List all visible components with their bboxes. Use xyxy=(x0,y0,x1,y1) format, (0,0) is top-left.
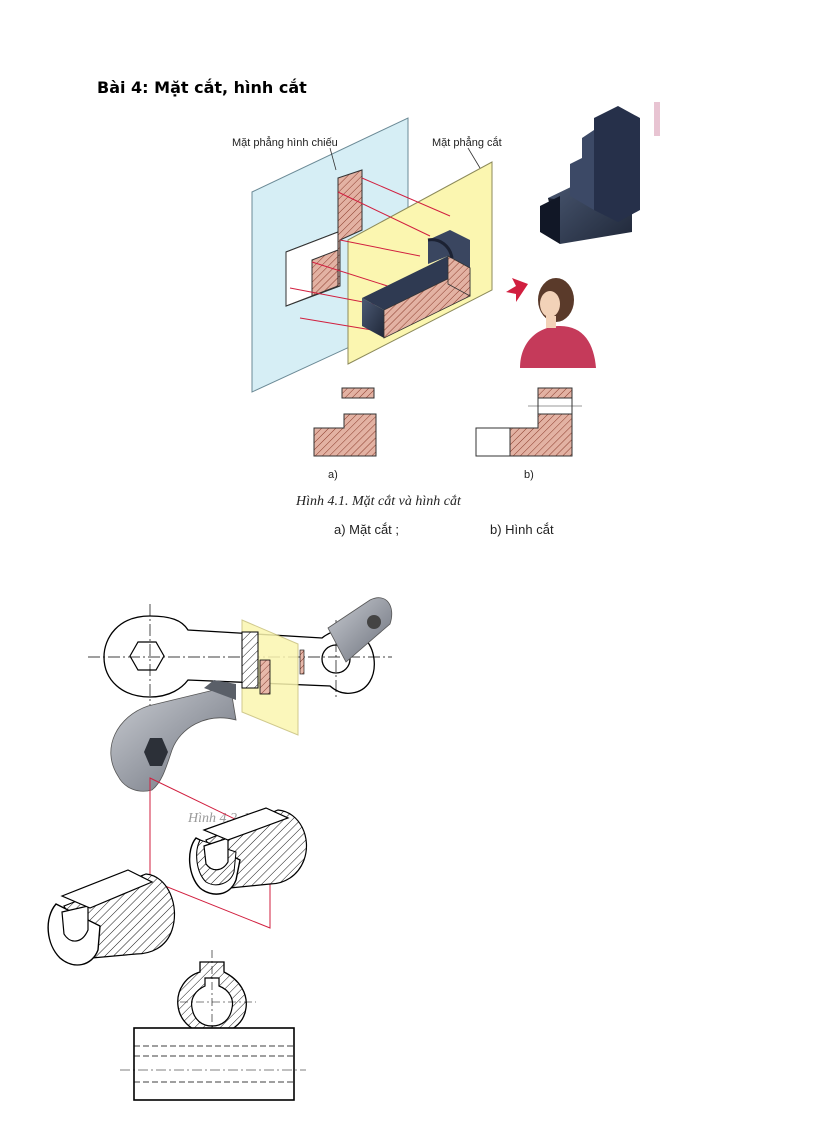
label-b: b) xyxy=(524,469,534,481)
figure-4-1-sub-a: a) Mặt cắt ; xyxy=(334,522,399,537)
section-cut xyxy=(241,631,259,689)
cut-object xyxy=(362,230,471,339)
pipe-front-view xyxy=(120,1027,306,1101)
figure-4-1: Mặt phẳng hình chiếu Mặt phẳng cắt a) b)… xyxy=(232,102,660,537)
cutting-frame xyxy=(149,777,271,929)
pipe-section-3d xyxy=(189,807,308,895)
label-cutting-plane: Mặt phẳng cắt xyxy=(432,136,502,149)
figure-4-1-sub-b: b) Hình cắt xyxy=(490,522,554,537)
figure-4-1-caption: Hình 4.1. Mặt cắt và hình cắt xyxy=(295,494,462,509)
figure-4-2: Hình 4.2. Mặt cắt xyxy=(47,597,393,1101)
isometric-object xyxy=(540,106,640,244)
wrench-head-3d xyxy=(110,680,237,792)
observer-figure xyxy=(520,278,596,368)
keyhole-section xyxy=(177,950,256,1044)
pipe-3d xyxy=(47,869,176,966)
link-3d xyxy=(327,597,393,663)
view-a-section xyxy=(313,387,377,457)
view-arrow-icon xyxy=(506,278,528,302)
label-projection-plane: Mặt phẳng hình chiếu xyxy=(232,136,338,149)
label-a: a) xyxy=(328,469,338,481)
view-b-section xyxy=(475,387,582,457)
page-title: Bài 4: Mặt cắt, hình cắt xyxy=(97,78,307,97)
scan-artifact xyxy=(654,102,660,136)
